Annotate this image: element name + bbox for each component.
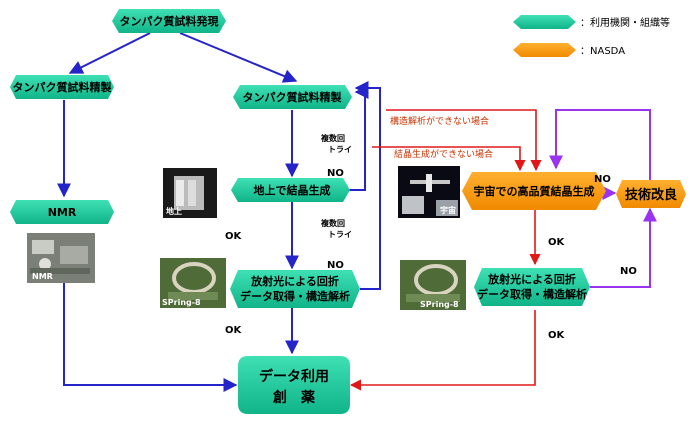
no-label-2: NO xyxy=(327,260,344,271)
photo-spring8-right: SPring-8 xyxy=(400,260,466,310)
node-ground-crystal-label: 地上で結晶生成 xyxy=(254,183,331,197)
node-discovery: タンパク質試料発現 xyxy=(112,9,226,33)
node-data-use-label-2: 創 薬 xyxy=(272,389,315,406)
node-purify-center: タンパク質試料精製 xyxy=(233,85,352,109)
node-purify-center-label: タンパク質試料精製 xyxy=(243,90,343,104)
node-data-use: データ利用 創 薬 xyxy=(238,356,350,414)
structure-fail-label: 構造解析ができない場合 xyxy=(390,115,489,127)
legend-nasda-swatch xyxy=(513,43,576,57)
photo-spring8-center: SPring-8 xyxy=(160,258,226,308)
blue-arrows xyxy=(57,32,381,392)
node-xray-right-label-2: データ取得・構造解析 xyxy=(477,287,587,301)
crystal-fail-label: 結晶生成ができない場合 xyxy=(394,148,493,160)
retry-label-2a: 複数回 xyxy=(320,218,345,228)
node-xray-center: 放射光による回折 データ取得・構造解析 xyxy=(230,270,360,308)
no-label-3: NO xyxy=(594,174,611,185)
node-data-use-label-1: データ利用 xyxy=(259,368,329,385)
arrow-discovery-to-center xyxy=(179,32,298,83)
node-ground-crystal: 地上で結晶生成 xyxy=(231,178,350,202)
red-arrows xyxy=(349,109,542,391)
arrow-tech-to-space xyxy=(549,109,651,180)
retry-label-1a: 複数回 xyxy=(320,133,345,143)
node-tech-improve: 技術改良 xyxy=(616,180,686,208)
arrow-xray-retry xyxy=(354,81,381,290)
node-xray-right-label-1: 放射光による回折 xyxy=(487,272,576,286)
photo-ground: 地上 xyxy=(163,168,217,218)
arrow-nmr-to-data xyxy=(63,275,238,392)
ok-label-3: OK xyxy=(548,237,566,248)
node-tech-improve-label: 技術改良 xyxy=(625,187,677,203)
photo-nmr: NMR xyxy=(27,233,95,283)
node-xray-center-label-2: データ取得・構造解析 xyxy=(240,289,350,303)
arrow-discovery-to-left xyxy=(68,32,151,74)
arrow-crystal-fail xyxy=(372,146,526,172)
arrow-right-xray-to-tech xyxy=(590,207,657,288)
node-space-crystal: 宇宙での高品質結晶生成 xyxy=(462,172,606,210)
arrow-structure-fail xyxy=(386,109,542,172)
photo-spring8-center-caption: SPring-8 xyxy=(162,298,201,307)
node-space-crystal-label: 宇宙での高品質結晶生成 xyxy=(474,184,595,198)
retry-label-2b: トライ xyxy=(328,230,352,239)
photo-space-caption: 宇宙 xyxy=(440,205,456,215)
ok-label-4: OK xyxy=(548,330,566,341)
ok-label-1: OK xyxy=(225,231,243,242)
photo-space: 宇宙 xyxy=(398,166,460,218)
node-discovery-label: タンパク質試料発現 xyxy=(120,14,219,28)
arrow-right-xray-to-data xyxy=(349,310,536,391)
legend-nasda-label: ：NASDA xyxy=(580,46,625,57)
legend-org-label: ：利用機関・組織等 xyxy=(580,16,670,29)
legend-org-swatch xyxy=(513,15,576,29)
node-xray-right: 放射光による回折 データ取得・構造解析 xyxy=(474,268,590,306)
photo-ground-caption: 地上 xyxy=(166,206,182,216)
photo-spring8-right-caption: SPring-8 xyxy=(420,300,459,309)
node-xray-center-label-1: 放射光による回折 xyxy=(250,274,339,288)
node-nmr-label: NMR xyxy=(48,206,77,219)
ok-label-2: OK xyxy=(225,325,243,336)
no-label-1: NO xyxy=(327,168,344,179)
node-nmr: NMR xyxy=(10,200,114,224)
arrow-ground-retry xyxy=(348,85,369,191)
node-purify-left-label: タンパク質試料精製 xyxy=(13,80,113,94)
no-label-4: NO xyxy=(620,266,637,277)
purple-arrows xyxy=(549,109,657,288)
node-purify-left: タンパク質試料精製 xyxy=(10,75,114,99)
retry-label-1b: トライ xyxy=(328,145,352,154)
photo-nmr-caption: NMR xyxy=(32,272,53,281)
legend: ：利用機関・組織等 ：NASDA xyxy=(513,15,670,57)
